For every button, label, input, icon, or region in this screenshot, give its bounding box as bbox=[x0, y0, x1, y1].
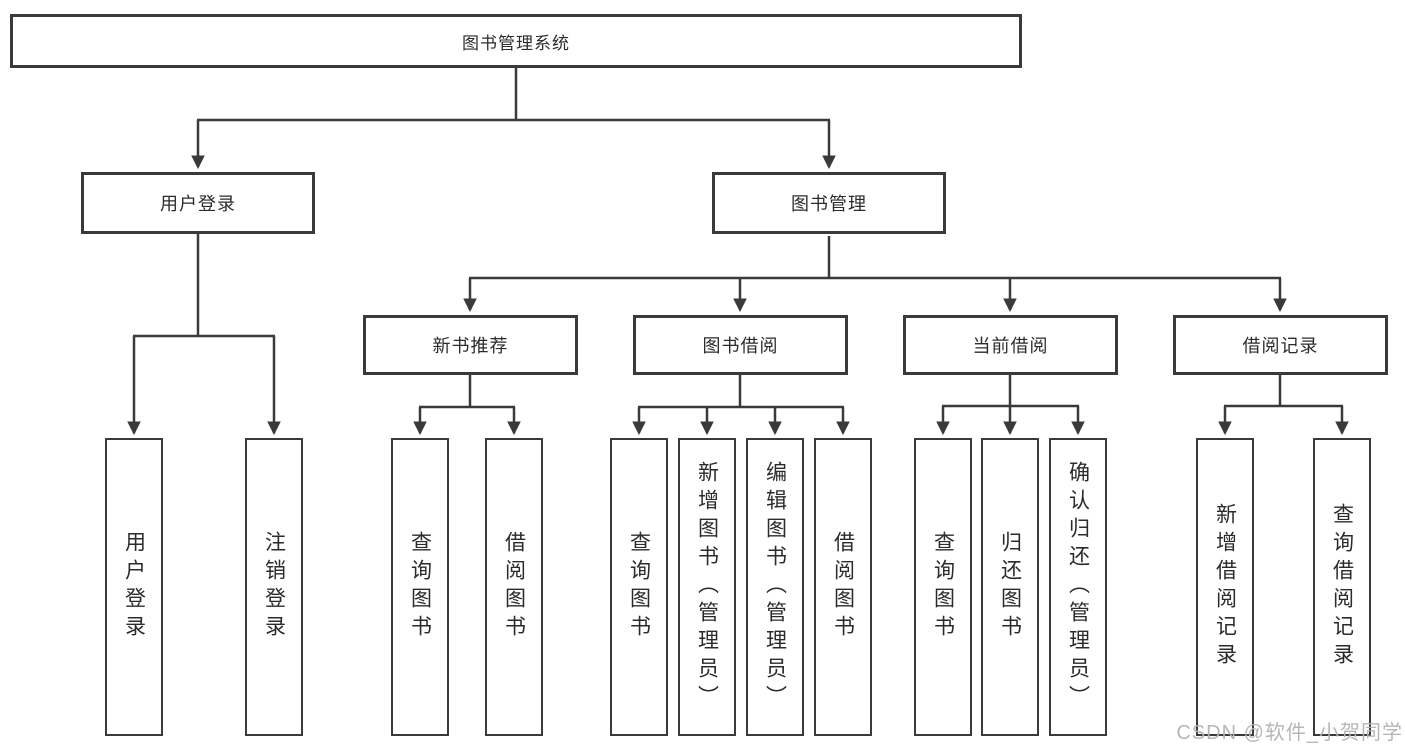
leaf-confirm-return-label: 确认归还（管理员） bbox=[1066, 461, 1090, 713]
leaf-borrow-edit-book: 编辑图书（管理员） bbox=[746, 438, 804, 736]
leaf-newbooks-borrow-label: 借阅图书 bbox=[502, 531, 526, 643]
leaf-newbooks-query-label: 查询图书 bbox=[408, 531, 432, 643]
leaf-add-record: 新增借阅记录 bbox=[1196, 438, 1254, 736]
node-user-login-label: 用户登录 bbox=[160, 194, 236, 214]
leaf-newbooks-query: 查询图书 bbox=[391, 438, 449, 736]
leaf-confirm-return: 确认归还（管理员） bbox=[1049, 438, 1107, 736]
leaf-borrow-query: 查询图书 bbox=[610, 438, 668, 736]
leaf-borrow-edit-book-label: 编辑图书（管理员） bbox=[763, 461, 787, 713]
leaf-current-query: 查询图书 bbox=[914, 438, 972, 736]
leaf-user-login: 用户登录 bbox=[105, 438, 163, 736]
node-new-books: 新书推荐 bbox=[363, 315, 578, 375]
leaf-user-login-label: 用户登录 bbox=[122, 531, 146, 643]
node-book-borrow: 图书借阅 bbox=[633, 315, 848, 375]
edge-user-login-trunk bbox=[133, 234, 275, 338]
node-user-login: 用户登录 bbox=[81, 172, 315, 234]
node-borrow-records-label: 借阅记录 bbox=[1242, 336, 1319, 356]
leaf-current-query-label: 查询图书 bbox=[931, 531, 955, 643]
leaf-query-record-label: 查询借阅记录 bbox=[1330, 503, 1354, 671]
edge-book-mgmt-trunk bbox=[469, 236, 1281, 280]
leaf-borrow-add-book-label: 新增图书（管理员） bbox=[695, 461, 719, 713]
leaf-logout-label: 注销登录 bbox=[262, 531, 286, 643]
leaf-add-record-label: 新增借阅记录 bbox=[1213, 503, 1237, 671]
edge-borrow-trunk bbox=[638, 375, 844, 409]
leaf-query-record: 查询借阅记录 bbox=[1313, 438, 1371, 736]
edge-records-trunk bbox=[1224, 375, 1343, 408]
leaf-return-book: 归还图书 bbox=[981, 438, 1039, 736]
node-current-borrow-label: 当前借阅 bbox=[972, 336, 1049, 356]
node-current-borrow: 当前借阅 bbox=[903, 315, 1118, 375]
node-root-system: 图书管理系统 bbox=[10, 14, 1022, 68]
node-book-borrow-label: 图书借阅 bbox=[702, 336, 779, 356]
leaf-return-book-label: 归还图书 bbox=[998, 531, 1022, 643]
watermark: CSDN @软件_小贺同学 bbox=[1176, 722, 1403, 744]
node-book-mgmt: 图书管理 bbox=[712, 172, 946, 234]
node-book-mgmt-label: 图书管理 bbox=[791, 194, 867, 214]
leaf-newbooks-borrow: 借阅图书 bbox=[485, 438, 543, 736]
leaf-logout: 注销登录 bbox=[245, 438, 303, 736]
edge-current-trunk bbox=[942, 375, 1079, 408]
node-new-books-label: 新书推荐 bbox=[432, 336, 509, 356]
leaf-borrow-query-label: 查询图书 bbox=[627, 531, 651, 643]
edge-new-books-trunk bbox=[419, 375, 515, 409]
edge-root-trunk bbox=[197, 68, 830, 122]
node-root-system-label: 图书管理系统 bbox=[462, 33, 570, 53]
leaf-borrow-book-label: 借阅图书 bbox=[831, 531, 855, 643]
leaf-borrow-book: 借阅图书 bbox=[814, 438, 872, 736]
leaf-borrow-add-book: 新增图书（管理员） bbox=[678, 438, 736, 736]
node-borrow-records: 借阅记录 bbox=[1173, 315, 1388, 375]
